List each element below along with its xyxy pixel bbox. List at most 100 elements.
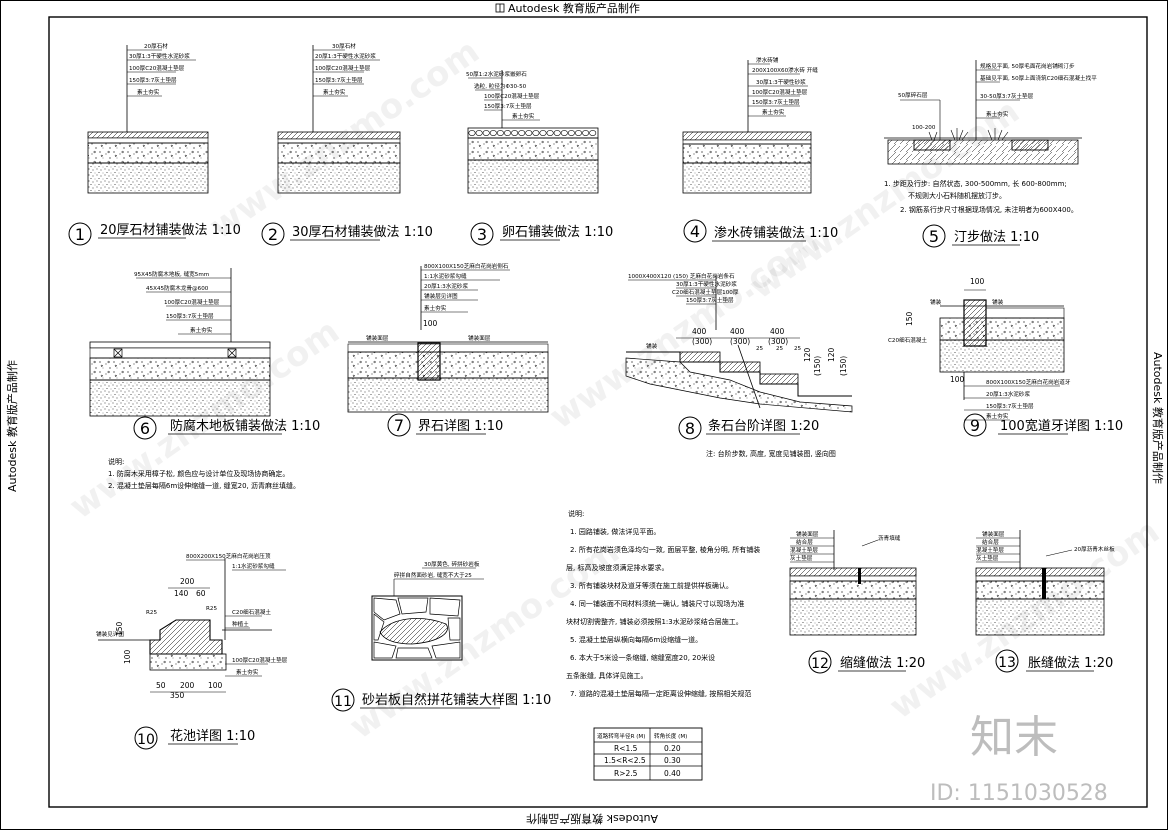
inner-border (48, 16, 1148, 808)
detail-number-circle (470, 222, 494, 246)
svg-text:25: 25 (794, 346, 802, 352)
layer-label: 30厚石材 (332, 42, 356, 50)
layer-label: 渗水砖铺 (756, 56, 779, 64)
detail-5: 规格见平面, 50厚毛面花岗岩铺砌汀步 基础见平面, 50厚上面浇筑C20细石混… (884, 60, 1097, 248)
layer-label: 20厚1:3水泥砂浆 (424, 282, 468, 290)
detail-title: 20厚石材铺装做法 1:10 (100, 223, 241, 238)
concrete-layer (682, 143, 812, 164)
pebble (489, 130, 497, 136)
svg-text:200: 200 (180, 681, 195, 690)
paving-layer (789, 567, 917, 577)
note-line: 五条胀缝, 具体详见施工。 (566, 671, 647, 680)
lime-soil-layer (789, 598, 917, 636)
detail-title: 卵石铺装做法 1:10 (502, 225, 613, 240)
layer-label: 素土夯实 (986, 412, 1009, 420)
concrete-layer (87, 142, 209, 164)
detail-4: 渗水砖铺 200X100X60渗水砖 开缝 30厚1:3干硬性砂浆 100厚C2… (682, 56, 838, 243)
contraction-joint (858, 568, 861, 584)
layer-label: 铺装面层 (796, 530, 819, 538)
detail-number-circle (995, 649, 1019, 673)
curb-stone (963, 299, 987, 347)
layer-label: 1000X400X120 (150) 芝麻白花岗岩条石 (628, 272, 735, 280)
svg-text:25: 25 (776, 346, 784, 352)
pebble (582, 130, 590, 136)
mortar-layer (682, 139, 812, 145)
note-line: 注: 台阶步数, 高度, 宽度见铺装图, 竖向图 (706, 449, 836, 458)
layer-label: 800X100X150芝麻白花岗岩道牙 (986, 378, 1071, 386)
layer-label: 铺装层见详图 (424, 292, 458, 300)
layer-label: 150厚3:7灰土垫层 (129, 76, 177, 84)
side-label: C20细石混凝土 (888, 336, 927, 344)
stepping-stone (913, 139, 951, 151)
detail-number-circle (678, 416, 702, 440)
pebble (553, 130, 561, 136)
layer-label: 混凝土垫层 (790, 546, 818, 554)
layer-label: 100厚C20混凝土垫层 (315, 64, 371, 72)
note-line: 3. 所有铺装块材及道牙等须在施工前提供样板确认。 (570, 581, 733, 590)
layer-label: 100厚C20混凝土垫层 (129, 64, 185, 72)
svg-text:400: 400 (730, 327, 745, 336)
pebble (503, 130, 511, 136)
layer-label: 100厚C20混凝土垫层 (484, 92, 540, 100)
pebble (546, 130, 554, 136)
dim-label: 100 (950, 375, 965, 384)
detail-7: 800X100X150芝麻白花岗岩侧石 1:1水泥砂浆勾缝 20厚1:3水泥砂浆… (347, 262, 549, 437)
layer-label: 100厚C20混凝土垫层 (752, 88, 808, 96)
dim-label: 100 (970, 277, 985, 286)
layer-label: C20细石混凝土垫层100厚 (672, 288, 739, 296)
leader-lines (468, 77, 540, 121)
svg-text:400: 400 (770, 327, 785, 336)
detail-number-circle (387, 413, 411, 437)
pebble (482, 130, 490, 136)
layer-label: 150厚3:7灰土垫层 (484, 102, 532, 110)
detail-9: 100 150 铺装 铺装 C20细石混凝土 100 800X100X150芝麻… (888, 277, 1123, 437)
detail-12: 铺装面层 结合层 混凝土垫层 灰土垫层 沥青填缝 12 缩缝做法 1:20 (789, 530, 925, 674)
layer-label: 铺装面层 (982, 530, 1005, 538)
detail-number-circle (808, 650, 832, 674)
lime-soil-layer (87, 162, 209, 194)
svg-text:(300): (300) (730, 337, 750, 346)
layer-label: 150厚3:7灰土垫层 (315, 76, 363, 84)
pebble (475, 130, 483, 136)
detail-title: 条石台阶详图 1:20 (708, 418, 819, 434)
svg-text:25: 25 (756, 346, 764, 352)
note-line: 不规则大小石料随机摆放汀步。 (908, 191, 1006, 200)
layer-label: 1:1水泥砂浆勾缝 (232, 562, 275, 570)
detail-title: 砂岩板自然拼花铺装大样图 1:10 (362, 692, 551, 708)
layer-label: 800X100X150芝麻白花岗岩侧石 (424, 262, 509, 270)
layer-label: C20细石混凝土 (232, 608, 271, 616)
table-cell: 1.5<R<2.5 (604, 756, 646, 765)
detail-number: 4 (690, 222, 700, 241)
svg-text:(150): (150) (839, 356, 848, 376)
lime-soil-layer (347, 377, 549, 413)
flagstone (429, 597, 461, 617)
layer-label: 素土夯实 (323, 88, 346, 96)
table-cell: 0.40 (664, 769, 681, 778)
layer-label: 100厚C20混凝土垫层 (164, 298, 220, 306)
joist-space (89, 347, 271, 359)
svg-text:R25: R25 (206, 606, 217, 612)
detail-number: 9 (970, 416, 980, 435)
lime-soil-layer (277, 162, 401, 194)
concrete-footing (149, 653, 227, 671)
step-stone (679, 351, 721, 363)
layer-label: 150厚3:7灰土垫层 (752, 98, 800, 106)
pebble (574, 130, 582, 136)
layer-label: 30-50厚3:7灰土垫层 (980, 92, 1034, 100)
table-header: 道路转弯半径R (M) (597, 732, 645, 740)
detail-title: 防腐木地板铺装做法 1:10 (170, 418, 320, 434)
dim-label: 150 (905, 311, 914, 326)
note-line: 说明: (108, 457, 124, 466)
concrete-layer (467, 137, 599, 161)
layer-label: 200X100X60渗水砖 开缝 (752, 66, 818, 74)
mortar-layer (277, 138, 401, 144)
note-line: 2. 混凝土垫层每隔6m设伸缩缝一道, 缝宽20, 沥青麻丝填缝。 (108, 481, 300, 490)
side-label: 铺装面层 (366, 334, 389, 342)
layer-label: 1:1水泥砂浆勾缝 (424, 272, 467, 280)
concrete-layer (347, 351, 549, 379)
side-label: 铺装面层 (468, 334, 491, 342)
side-label: 铺装 (646, 342, 658, 350)
detail-number: 7 (394, 416, 404, 435)
bedding-layer (789, 575, 917, 582)
